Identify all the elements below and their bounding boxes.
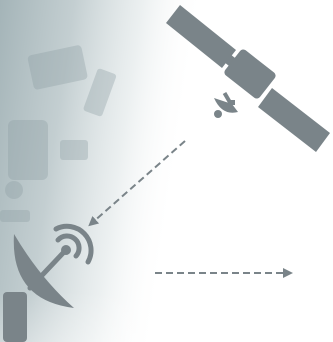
- satellite-icon: [166, 5, 330, 152]
- downlink-arrow: [92, 141, 185, 223]
- satellite-dish-icon: [3, 226, 91, 342]
